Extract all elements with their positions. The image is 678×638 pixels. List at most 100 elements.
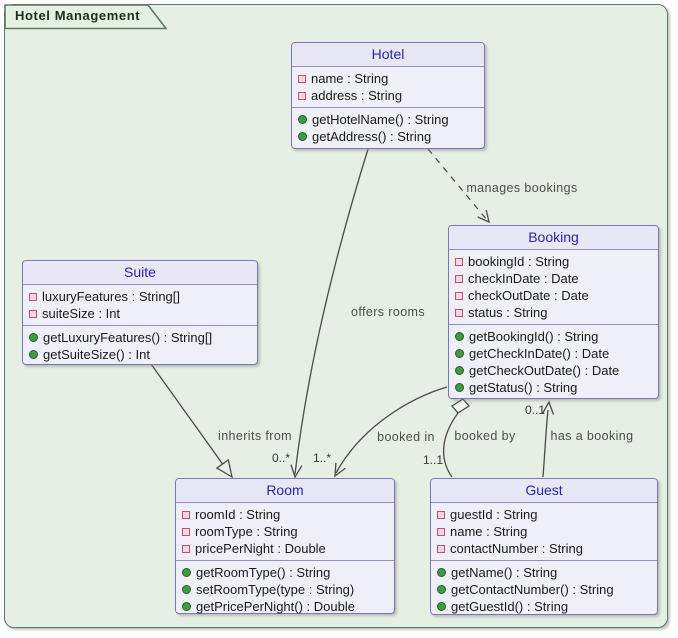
public-method-icon bbox=[182, 585, 191, 594]
method-row: getPricePerNight() : Double bbox=[182, 598, 388, 615]
edge-manages-bookings bbox=[427, 148, 488, 221]
attribute-text: luxuryFeatures : String[] bbox=[42, 289, 180, 304]
edge-inherits-from bbox=[150, 363, 224, 465]
arrowhead-manages-bookings bbox=[477, 209, 490, 224]
frame-title: Hotel Management bbox=[15, 8, 141, 23]
method-row: getContactNumber() : String bbox=[437, 581, 651, 598]
method-row: getSuiteSize() : Int bbox=[29, 346, 251, 363]
class-suite: Suite luxuryFeatures : String[] suiteSiz… bbox=[22, 260, 258, 365]
class-booking: Booking bookingId : String checkInDate :… bbox=[448, 225, 659, 399]
attribute-text: roomId : String bbox=[195, 507, 281, 522]
private-field-icon bbox=[455, 274, 463, 283]
attribute-text: address : String bbox=[311, 88, 403, 103]
private-field-icon bbox=[182, 544, 190, 553]
attribute-text: guestId : String bbox=[450, 507, 538, 522]
multiplicity-booked-by: 1..1 bbox=[422, 453, 444, 467]
attribute-row: suiteSize : Int bbox=[29, 305, 251, 322]
method-row: getHotelName() : String bbox=[298, 111, 478, 128]
attribute-row: name : String bbox=[298, 70, 478, 87]
method-text: setRoomType(type : String) bbox=[196, 582, 355, 597]
method-text: getGuestId() : String bbox=[451, 599, 569, 614]
private-field-icon bbox=[298, 74, 306, 83]
attribute-row: roomType : String bbox=[182, 523, 388, 540]
public-method-icon bbox=[455, 332, 464, 341]
arrowhead-offers-rooms bbox=[290, 464, 303, 479]
method-row: getBookingId() : String bbox=[455, 328, 652, 345]
public-method-icon bbox=[455, 383, 464, 392]
method-text: getContactNumber() : String bbox=[451, 582, 614, 597]
public-method-icon bbox=[298, 115, 307, 124]
attribute-row: guestId : String bbox=[437, 506, 651, 523]
method-row: getGuestId() : String bbox=[437, 598, 651, 615]
multiplicity-offers-rooms: 0..* bbox=[271, 451, 291, 465]
attribute-row: checkInDate : Date bbox=[455, 270, 652, 287]
edge-booked-in bbox=[335, 386, 448, 474]
method-text: getCheckOutDate() : Date bbox=[469, 363, 620, 378]
attribute-row: roomId : String bbox=[182, 506, 388, 523]
private-field-icon bbox=[182, 527, 190, 536]
attribute-text: name : String bbox=[450, 524, 528, 539]
private-field-icon bbox=[437, 527, 445, 536]
public-method-icon bbox=[298, 132, 307, 141]
class-name: Guest bbox=[431, 479, 657, 503]
class-name: Suite bbox=[23, 261, 257, 285]
private-field-icon bbox=[29, 292, 37, 301]
public-method-icon bbox=[437, 585, 446, 594]
attribute-row: pricePerNight : Double bbox=[182, 540, 388, 557]
class-name: Booking bbox=[449, 226, 658, 250]
method-row: getRoomType() : String bbox=[182, 564, 388, 581]
edge-label-inherits-from: inherits from bbox=[218, 429, 292, 443]
private-field-icon bbox=[455, 257, 463, 266]
attribute-text: bookingId : String bbox=[468, 254, 570, 269]
attributes-compartment: bookingId : String checkInDate : Date ch… bbox=[449, 250, 658, 325]
method-row: getName() : String bbox=[437, 564, 651, 581]
private-field-icon bbox=[298, 91, 306, 100]
private-field-icon bbox=[182, 510, 190, 519]
attributes-compartment: guestId : String name : String contactNu… bbox=[431, 503, 657, 561]
generalization-triangle-icon bbox=[215, 458, 233, 479]
method-text: getBookingId() : String bbox=[469, 329, 599, 344]
attributes-compartment: name : String address : String bbox=[292, 67, 484, 108]
attribute-text: checkOutDate : Date bbox=[468, 288, 589, 303]
edge-label-booked-by: booked by bbox=[454, 429, 516, 443]
method-text: getSuiteSize() : Int bbox=[43, 347, 150, 362]
aggregation-diamond-icon bbox=[451, 398, 470, 414]
private-field-icon bbox=[455, 291, 463, 300]
method-text: getAddress() : String bbox=[312, 129, 432, 144]
public-method-icon bbox=[455, 349, 464, 358]
arrowhead-has-a-booking bbox=[541, 400, 555, 415]
attributes-compartment: roomId : String roomType : String priceP… bbox=[176, 503, 394, 561]
method-row: setRoomType(type : String) bbox=[182, 581, 388, 598]
edge-has-a-booking bbox=[542, 409, 549, 478]
attribute-row: bookingId : String bbox=[455, 253, 652, 270]
multiplicity-booked-in: 1..* bbox=[312, 451, 332, 465]
public-method-icon bbox=[437, 602, 446, 611]
method-row: getLuxuryFeatures() : String[] bbox=[29, 329, 251, 346]
methods-compartment: getHotelName() : String getAddress() : S… bbox=[292, 108, 484, 148]
private-field-icon bbox=[437, 510, 445, 519]
method-row: getCheckOutDate() : Date bbox=[455, 362, 652, 379]
method-text: getCheckInDate() : Date bbox=[469, 346, 610, 361]
attribute-text: contactNumber : String bbox=[450, 541, 583, 556]
method-row: getCheckInDate() : Date bbox=[455, 345, 652, 362]
method-text: getPricePerNight() : Double bbox=[196, 599, 355, 614]
class-guest: Guest guestId : String name : String con… bbox=[430, 478, 658, 615]
edge-label-offers-rooms: offers rooms bbox=[350, 305, 426, 319]
attribute-row: address : String bbox=[298, 87, 478, 104]
methods-compartment: getName() : String getContactNumber() : … bbox=[431, 561, 657, 618]
public-method-icon bbox=[29, 333, 38, 342]
public-method-icon bbox=[455, 366, 464, 375]
frame-title-tab-shape bbox=[4, 4, 168, 30]
method-row: getAddress() : String bbox=[298, 128, 478, 145]
edge-label-manages-bookings: manages bookings bbox=[466, 181, 578, 195]
methods-compartment: getBookingId() : String getCheckInDate()… bbox=[449, 325, 658, 399]
attribute-row: luxuryFeatures : String[] bbox=[29, 288, 251, 305]
method-text: getHotelName() : String bbox=[312, 112, 449, 127]
public-method-icon bbox=[437, 568, 446, 577]
arrowhead-booked-in bbox=[334, 462, 346, 478]
method-text: getRoomType() : String bbox=[196, 565, 331, 580]
method-row: getStatus() : String bbox=[455, 379, 652, 396]
attributes-compartment: luxuryFeatures : String[] suiteSize : In… bbox=[23, 285, 257, 326]
edge-booked-by bbox=[443, 412, 459, 478]
